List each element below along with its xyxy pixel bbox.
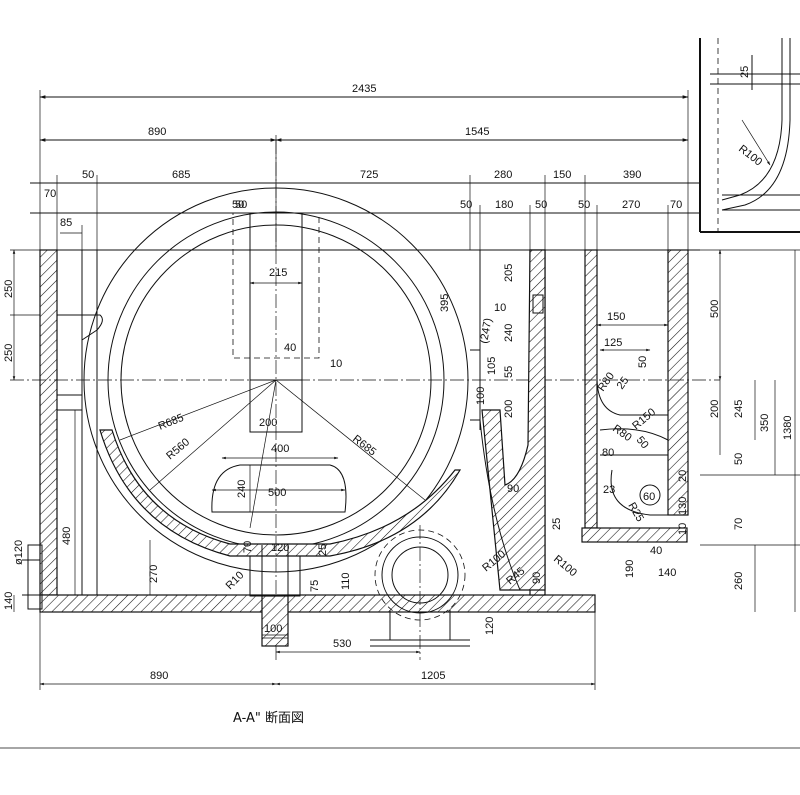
label-h240: 240 (236, 480, 248, 498)
label-h105: 105 (486, 357, 498, 375)
label-w140: 140 (658, 567, 676, 579)
label-h100: 100 (475, 387, 487, 405)
label-basin-top: 50 (235, 199, 247, 211)
dim-right-5: 50 (733, 453, 745, 465)
label-w125: 125 (604, 337, 622, 349)
dim-left-5: 270 (148, 565, 160, 583)
dim-row3-2: 685 (172, 169, 190, 181)
dim-right-10: 10 (677, 523, 689, 535)
dim-right-4: 1380 (782, 416, 794, 440)
bottom-dimension-lines (0, 612, 800, 749)
label-h25: 25 (317, 544, 329, 556)
right-dimension-lines (700, 249, 800, 612)
dim-right-9: 20 (677, 470, 689, 482)
drain-pipe (370, 525, 470, 660)
label-r685-a: R685 (157, 412, 186, 433)
label-247: (247) (478, 317, 494, 344)
label-r120: 120 (271, 542, 289, 554)
label-w400: 400 (271, 443, 289, 455)
center-channel (470, 249, 546, 591)
dim-row4-1: 50 (232, 199, 244, 211)
label-h23: 23 (603, 484, 615, 496)
dim-right-6: 70 (733, 518, 745, 530)
label-basin-width: 215 (269, 267, 287, 279)
label-h395: 395 (439, 294, 451, 312)
label-h70: 70 (242, 541, 254, 553)
label-h190: 190 (624, 560, 636, 578)
right-fittings (596, 323, 669, 516)
dim-right-2: 245 (733, 400, 745, 418)
dim-row3-5: 150 (553, 169, 571, 181)
left-dimension-lines (10, 249, 151, 612)
dim-row4-7: 70 (670, 199, 682, 211)
dim-right-span: 1545 (465, 126, 489, 138)
dim-left-4: 480 (61, 527, 73, 545)
label-box-200: 200 (259, 417, 277, 429)
top-dimension-lines (30, 90, 700, 250)
main-bowl (10, 140, 720, 660)
section-caption: A-A" 断面図 (233, 711, 304, 726)
dim-row3-3: 725 (360, 169, 378, 181)
dim-row4-6: 270 (622, 199, 640, 211)
dim-bottom-left: 890 (150, 670, 168, 682)
label-r10: R10 (224, 569, 247, 592)
label-w500: 500 (268, 487, 286, 499)
label-h120: 120 (484, 617, 496, 635)
label-r560: R560 (164, 436, 192, 462)
label-r80b: R80 (610, 423, 633, 444)
label-h10b: 10 (494, 302, 506, 314)
dim-row4-0: 85 (60, 217, 72, 229)
label-h240b: 240 (503, 324, 515, 342)
dim-left-2: 140 (3, 592, 15, 610)
inset-detail (699, 38, 800, 233)
dim-left-span: 890 (148, 126, 166, 138)
label-h90b: 90 (531, 572, 543, 584)
inset-radius-label: R100 (736, 143, 764, 169)
dim-row4-5: 50 (578, 199, 590, 211)
label-40: 40 (284, 342, 296, 354)
label-w150: 150 (607, 311, 625, 323)
label-h90: 90 (507, 483, 519, 495)
label-r150: R150 (630, 406, 658, 432)
label-h50a: 50 (637, 356, 649, 368)
label-10: 10 (330, 358, 342, 370)
label-h50b: 50 (634, 434, 651, 451)
label-h40: 40 (650, 545, 662, 557)
dim-right-1: 200 (709, 400, 721, 418)
dim-row4-2: 50 (460, 199, 472, 211)
label-w80: 80 (602, 447, 614, 459)
dim-right-7: 260 (733, 572, 745, 590)
label-r25: R25 (625, 501, 645, 524)
label-w60: 60 (643, 491, 655, 503)
dim-left-1: 250 (3, 344, 15, 362)
dim-row4-4: 50 (535, 199, 547, 211)
dim-row3-4: 280 (494, 169, 512, 181)
dim-bottom-right: 1205 (421, 670, 445, 682)
label-h205: 205 (503, 264, 515, 282)
dim-right-0: 500 (709, 300, 721, 318)
dim-right-8: 130 (677, 497, 689, 515)
dim-left-3: ø120 (13, 540, 25, 565)
label-h55: 55 (503, 366, 515, 378)
label-r685-b: R685 (350, 433, 378, 459)
label-h110: 110 (340, 572, 352, 590)
label-h75: 75 (309, 580, 321, 592)
dim-bottom-small: 100 (264, 623, 282, 635)
structure-outline (22, 249, 700, 613)
dim-right-3: 350 (759, 414, 771, 432)
dim-row3-0: 70 (44, 188, 56, 200)
dim-bottom-mid: 530 (333, 638, 351, 650)
inset-dim-25: 25 (739, 66, 751, 78)
dim-row3-6: 390 (623, 169, 641, 181)
dim-total: 2435 (352, 83, 376, 95)
dim-row3-1: 50 (82, 169, 94, 181)
label-r80a: R80 (596, 370, 617, 393)
label-h25c: 25 (615, 375, 632, 392)
label-h200b: 200 (503, 400, 515, 418)
label-h25b: 25 (551, 518, 563, 530)
dim-left-0: 250 (3, 280, 15, 298)
label-r100b: R100 (551, 553, 579, 579)
dim-row4-3: 180 (495, 199, 513, 211)
